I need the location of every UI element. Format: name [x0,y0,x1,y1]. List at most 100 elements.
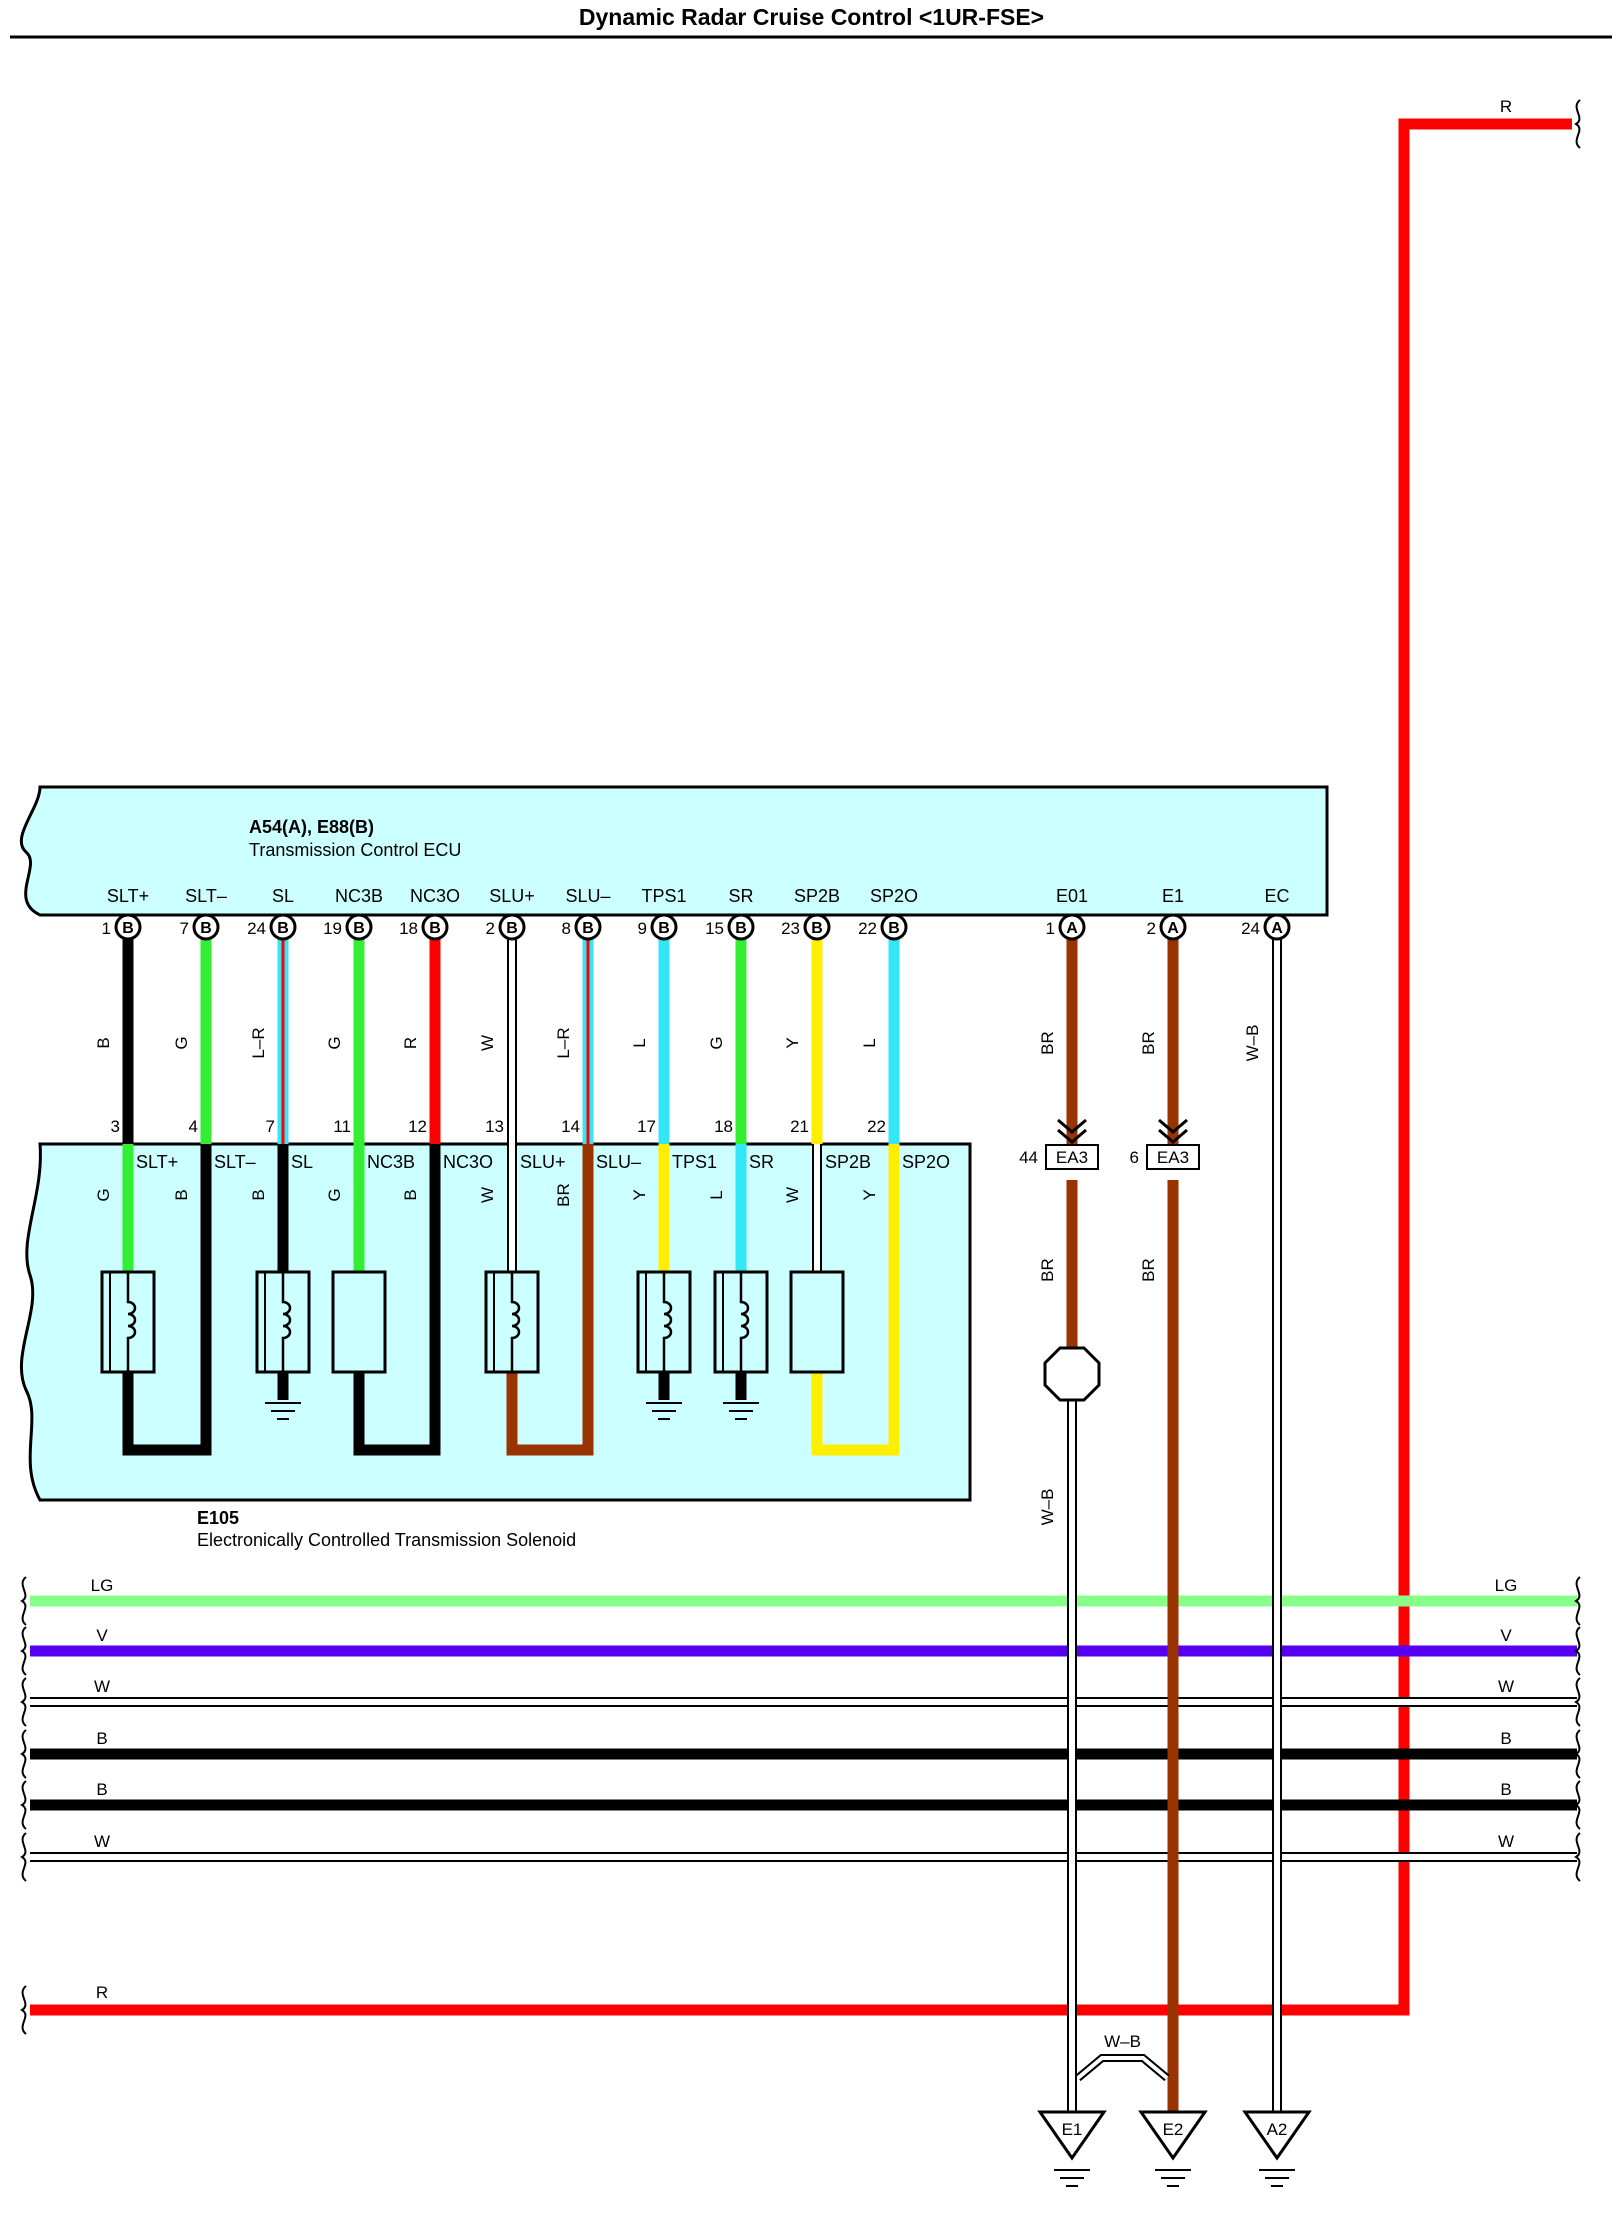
ecu-pin-number: 15 [705,919,724,938]
loop-nc3 [353,1144,441,1456]
wire-color-label: W [478,1035,497,1051]
bridge-wire-core [1076,2056,1169,2080]
ecu-connector-letter: B [582,920,594,937]
solenoid-pin-number: 14 [561,1117,580,1136]
bus-label-right-2: W [1498,1677,1514,1696]
solenoid-pin-number: 22 [867,1117,886,1136]
ecu-pin-number: 2 [486,919,495,938]
wire-color-label: W–B [1243,1025,1262,1062]
top-red-wire [1398,118,1572,1998]
ecu-terminal-label: SLT+ [107,886,149,906]
coil-symbol [281,1272,292,1372]
wire-color-label: BR [1139,1258,1158,1282]
inner-wire-color-label: Y [860,1189,879,1200]
page-title: Dynamic Radar Cruise Control <1UR-FSE> [578,4,1045,30]
inner-wire-color-label: G [94,1188,113,1201]
wire-color-label: R [401,1037,420,1049]
inner-wire-color-label: W [783,1187,802,1203]
ecu-box [19,785,1329,917]
coil-symbol [126,1272,137,1372]
wire-color-label: Y [783,1037,802,1048]
ecu-terminal-6 [574,913,602,941]
ecu-pin-number: 1 [102,919,111,938]
connector-pin: 6 [1130,1148,1139,1167]
solenoid-body-9 [789,1270,845,1374]
solenoid-name: Electronically Controlled Transmission S… [197,1530,576,1550]
solenoid-terminal-label: SLT– [214,1152,256,1172]
ecu-terminal-label: SLU+ [489,886,535,906]
ecu-terminal-label: E1 [1162,886,1184,906]
ecu-terminal-label: SR [728,886,753,906]
ecu-pin-number: 19 [323,919,342,938]
ecu-terminal-8 [727,913,755,941]
bus-label-right-4: B [1500,1780,1511,1799]
splice-point [1043,1346,1101,1402]
ecu-pin-number: 22 [858,919,877,938]
ecu-terminal-label: SLU– [565,886,610,906]
bridge-wire-label: W–B [1104,2032,1141,2051]
coil-symbol [662,1272,673,1372]
ecu-pin-number: 1 [1046,919,1055,938]
ecu-terminal-10 [880,913,908,941]
ecu-connector-letter: B [888,920,900,937]
inner-wire-color-label: W [478,1187,497,1203]
solenoid-terminal-label: TPS1 [672,1152,717,1172]
bus-label-left-2: W [94,1677,110,1696]
break-symbol [20,1576,27,1626]
solenoid-pin-number: 12 [408,1117,427,1136]
ecu-terminal-5 [498,913,526,941]
ecu-pin-number: 2 [1147,919,1156,938]
solenoid-pin-number: 4 [189,1117,198,1136]
ecu-connector-letter: B [658,920,670,937]
ground-point [1138,2110,1208,2161]
ecu-connector-letter: B [122,920,134,937]
solenoid-pin-number: 21 [790,1117,809,1136]
ecu-pin-number: 8 [562,919,571,938]
wire-color-label: BR [1038,1258,1057,1282]
ground-point-label: A2 [1267,2120,1288,2139]
ecu-terminal-label: E01 [1056,886,1088,906]
wire-color-label: BR [1139,1031,1158,1055]
solenoid-terminal-label: SP2O [902,1152,950,1172]
ecu-connector-letter: A [1066,920,1078,937]
ecu-pin-number: 23 [781,919,800,938]
ground-point-label: E1 [1062,2120,1083,2139]
solenoid-id: E105 [197,1508,239,1528]
loop-sp2 [811,1144,900,1456]
ecu-terminal-2 [269,913,297,941]
solenoid-terminal-label: SL [291,1152,313,1172]
ecu-terminal-7 [650,913,678,941]
solenoid-terminal-label: NC3O [443,1152,493,1172]
wire-color-label: L–R [249,1027,268,1058]
ecu-terminal-label: EC [1264,886,1289,906]
break-symbol [1574,1729,1581,1779]
connector-id: EA3 [1157,1148,1189,1167]
inner-wire-color-label: Y [630,1189,649,1200]
break-symbol [20,1832,27,1882]
solenoid-terminal-label: SR [749,1152,774,1172]
solenoid-terminal-label: SLT+ [136,1152,178,1172]
connector-ea3 [1045,1144,1099,1170]
ecu-terminal-0 [114,913,142,941]
solenoid-body-3 [331,1270,387,1374]
connector-chevron [1158,1118,1188,1144]
inner-wire-color-label: B [401,1189,420,1200]
ecu-terminal-label: SP2O [870,886,918,906]
wire-color-label: G [172,1036,191,1049]
inner-wire-color-label: B [249,1189,268,1200]
inner-wire-color-label: BR [554,1183,573,1207]
break-symbol [1574,99,1581,149]
break-symbol [20,1729,27,1779]
ecu-pin-number: 18 [399,919,418,938]
connector-id: EA3 [1056,1148,1088,1167]
ground-point-label: E2 [1163,2120,1184,2139]
solenoid-pin-number: 7 [266,1117,275,1136]
solenoid-pin-number: 13 [485,1117,504,1136]
ecu-pin-number: 7 [180,919,189,938]
inner-wire-color-label: B [172,1189,191,1200]
bottom-wire-label: R [96,1983,108,2002]
ecu-name: Transmission Control ECU [249,840,461,860]
ecu-terminal-label: SL [272,886,294,906]
ecu-connector-letter: B [353,920,365,937]
